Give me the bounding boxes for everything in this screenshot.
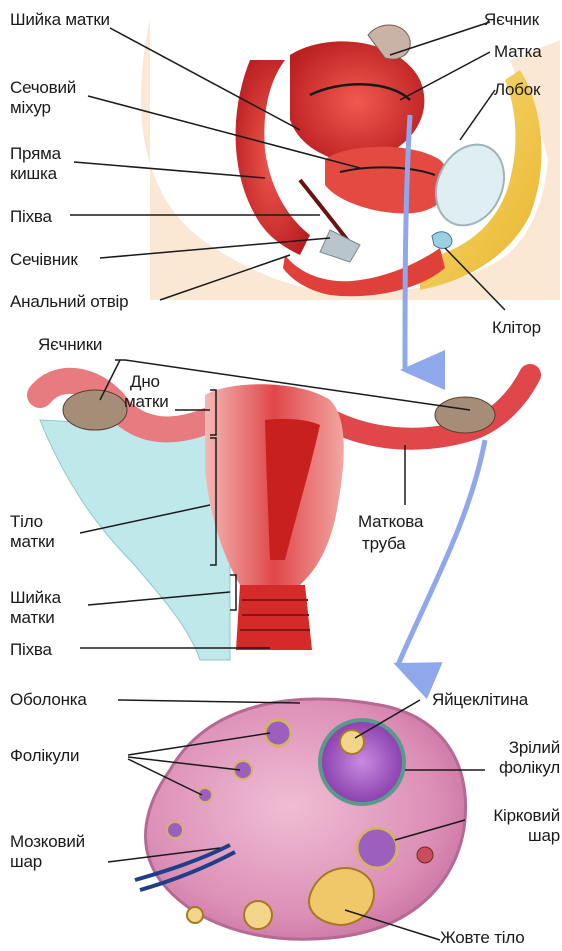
label-cervix-f-line1: Шийка	[10, 588, 61, 607]
label-egg: Яйцеклітина	[432, 690, 528, 709]
label-rectum-line2: кишка	[10, 164, 57, 183]
ovary-body	[146, 699, 466, 939]
label-corpus-luteum: Жовте тіло	[440, 928, 525, 947]
urethra-shape	[320, 230, 360, 262]
egg-cell	[340, 730, 364, 754]
label-fundus-line2: матки	[124, 392, 169, 411]
label-vagina-mid: Піхва	[10, 640, 52, 659]
ovary-right	[435, 397, 495, 433]
label-body-line2: матки	[10, 532, 55, 551]
follicle-small-3	[198, 788, 212, 802]
label-tube-line1: Маткова	[358, 512, 423, 531]
corpus-albicans-1	[244, 901, 272, 929]
arrow-sagittal-to-uterus	[405, 115, 410, 370]
label-membrane: Оболонка	[10, 690, 87, 709]
cervix-canal	[236, 585, 312, 650]
sagittal-section	[141, 20, 560, 300]
follicle-right	[357, 828, 397, 868]
label-fundus-line1: Дно	[130, 372, 160, 391]
label-ovaries: Яєчники	[38, 335, 102, 354]
label-bladder-line1: Сечовий	[10, 78, 76, 97]
label-ovary: Яєчник	[484, 10, 539, 29]
label-tube-line2: труба	[362, 534, 406, 553]
label-vagina-top: Піхва	[10, 207, 52, 226]
label-body-line1: Тіло	[10, 512, 43, 531]
broad-ligament	[40, 420, 230, 660]
label-cortex-line2: шар	[462, 826, 560, 845]
label-mature-line2: фолікул	[482, 758, 560, 777]
uterus-frontal-section	[40, 375, 530, 660]
label-rectum-line1: Пряма	[10, 144, 61, 163]
label-uterus: Матка	[494, 42, 542, 61]
label-cervix: Шийка матки	[10, 10, 110, 29]
corpus-albicans-2	[187, 907, 203, 923]
label-pubis: Лобок	[494, 80, 540, 99]
ovary-left	[63, 390, 127, 430]
uterus-shape	[290, 41, 424, 162]
mature-follicle	[320, 720, 404, 804]
label-cortex-line1: Кірковий	[462, 806, 560, 825]
fallopian-tube-right	[330, 375, 530, 439]
clitoris-shape	[432, 232, 452, 249]
ovary-cross-section	[135, 699, 466, 939]
bladder-shape	[325, 147, 450, 214]
follicle-small-4	[167, 822, 183, 838]
label-clitoris: Клітор	[492, 318, 541, 337]
label-cervix-f-line2: матки	[10, 608, 55, 627]
label-urethra: Сечівник	[10, 250, 78, 269]
released-egg	[417, 847, 433, 863]
label-bladder-line2: міхур	[10, 98, 51, 117]
label-medulla-line1: Мозковий	[10, 832, 85, 851]
label-follicles: Фолікули	[10, 746, 79, 765]
label-anus: Анальний отвір	[10, 292, 128, 311]
label-medulla-line2: шар	[10, 852, 42, 871]
label-mature-line1: Зрілий	[482, 738, 560, 757]
